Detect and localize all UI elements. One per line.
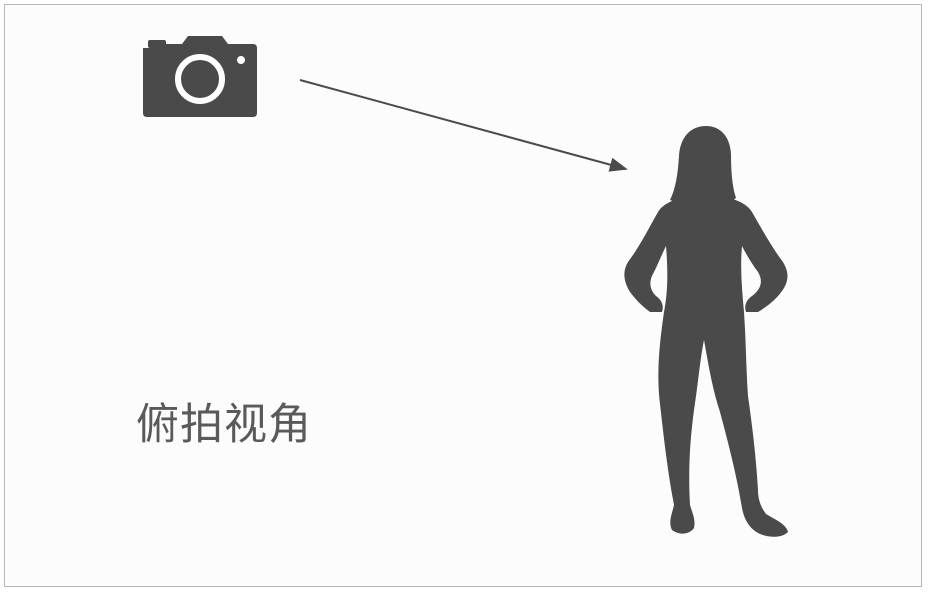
view-angle-caption: 俯拍视角	[136, 400, 312, 450]
viewing-direction-arrow	[299, 79, 628, 172]
woman-silhouette-icon	[624, 126, 788, 537]
camera-icon	[143, 36, 257, 117]
